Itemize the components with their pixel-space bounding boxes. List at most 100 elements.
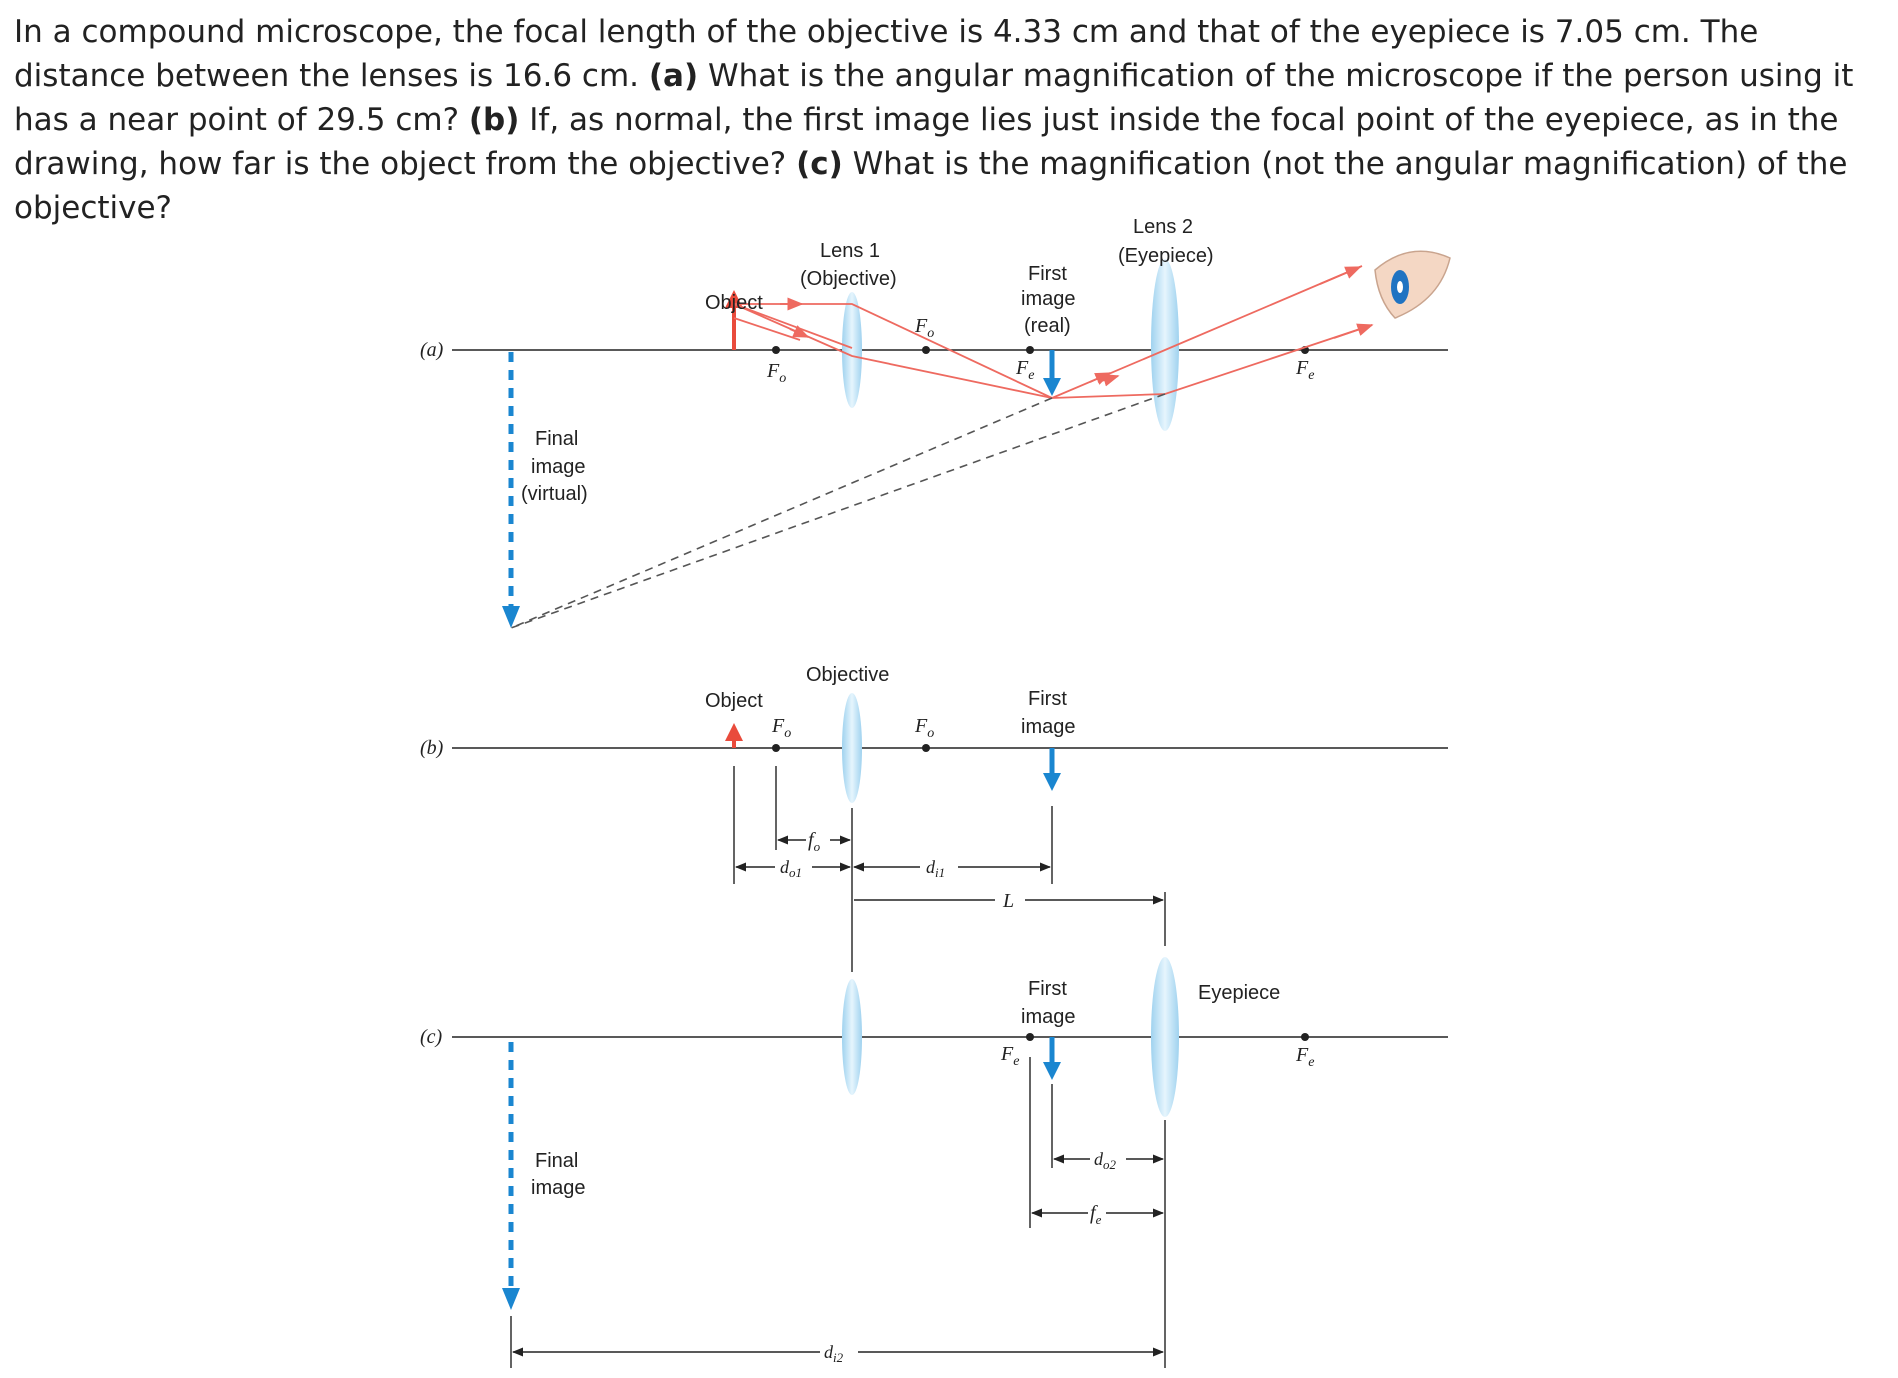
question-part-b: If, as normal, the first image lies just… bbox=[14, 102, 1839, 182]
panel-c-tag: (c) bbox=[420, 1026, 443, 1048]
lens1-label: Lens 1 bbox=[820, 240, 880, 262]
L-label: L bbox=[1002, 890, 1014, 912]
f-letter: f bbox=[808, 829, 816, 851]
d-subscript: o1 bbox=[789, 865, 802, 880]
panel-c: (c) First image Eyepiece Final image Fe … bbox=[420, 957, 1448, 1368]
d-i2-label: di2 bbox=[824, 1342, 844, 1365]
fo-label-left: Fo bbox=[771, 715, 791, 741]
first-image-label-3: (real) bbox=[1024, 315, 1071, 337]
fe-letter: F bbox=[1295, 357, 1309, 379]
ray-central bbox=[733, 303, 1053, 399]
panel-b-object-label: Object bbox=[705, 690, 763, 712]
lens1-sublabel: (Objective) bbox=[800, 268, 897, 290]
d-i1-label: di1 bbox=[926, 857, 945, 880]
objective-lens bbox=[842, 292, 862, 408]
objective-label: Objective bbox=[806, 664, 889, 686]
objective-focal-point-right bbox=[922, 744, 930, 752]
first-image-label-2: image bbox=[1021, 1006, 1075, 1028]
f-subscript: e bbox=[1096, 1212, 1102, 1227]
final-image-label-2: image bbox=[531, 456, 585, 478]
part-a-tag: (a) bbox=[648, 58, 699, 94]
panel-b-tag: (b) bbox=[420, 737, 444, 759]
ray-eyepiece-upper bbox=[1051, 265, 1363, 399]
fe-letter: F bbox=[1015, 357, 1029, 379]
fo-label-right: Fo bbox=[914, 715, 934, 741]
question-part-a: What is the angular magnification of the… bbox=[14, 58, 1854, 138]
d-letter: d bbox=[1094, 1149, 1104, 1169]
d-subscript: i2 bbox=[833, 1350, 844, 1365]
fe-label-left: Fe bbox=[1015, 357, 1034, 383]
first-image-label-1: First bbox=[1028, 978, 1067, 1000]
f-e-label: fe bbox=[1090, 1202, 1102, 1227]
fo-letter: F bbox=[914, 315, 928, 337]
eyepiece-focal-point-left bbox=[1026, 1033, 1034, 1041]
panel-a-object-label: Object bbox=[705, 292, 763, 314]
fo-subscript: o bbox=[779, 371, 786, 386]
fo-letter: F bbox=[771, 715, 785, 737]
first-image-label-2: image bbox=[1021, 716, 1075, 738]
ray-eyepiece-lower-arrow bbox=[1097, 373, 1120, 387]
eyepiece-focal-point-right bbox=[1301, 1033, 1309, 1041]
fo-subscript: o bbox=[927, 326, 934, 341]
f-letter: f bbox=[1090, 1202, 1098, 1224]
eyepiece-focal-point-left bbox=[1026, 346, 1034, 354]
final-image-label-2: image bbox=[531, 1177, 585, 1199]
d-letter: d bbox=[824, 1342, 834, 1362]
fo-label-right: Fo bbox=[914, 315, 934, 341]
fo-letter: F bbox=[766, 360, 780, 382]
d-letter: d bbox=[780, 857, 790, 877]
fo-letter: F bbox=[914, 715, 928, 737]
fo-label-left: Fo bbox=[766, 360, 786, 386]
objective-focal-point-left bbox=[772, 346, 780, 354]
lens2-label: Lens 2 bbox=[1133, 216, 1193, 238]
ray-central-arrow bbox=[789, 325, 810, 338]
first-image-label-2: image bbox=[1021, 288, 1075, 310]
first-image-arrow-head bbox=[1043, 1062, 1061, 1080]
fe-letter: F bbox=[1295, 1044, 1309, 1066]
d-letter: d bbox=[926, 857, 936, 877]
virtual-ray-lower bbox=[510, 393, 1166, 629]
objective-lens bbox=[842, 979, 862, 1095]
final-image-label-1: Final bbox=[535, 1150, 578, 1172]
final-image-arrow-head bbox=[502, 1288, 520, 1310]
virtual-ray-upper bbox=[510, 397, 1053, 629]
d-o1-label: do1 bbox=[780, 857, 802, 880]
ray-focal bbox=[733, 303, 853, 349]
first-image-label-1: First bbox=[1028, 688, 1067, 710]
d-o2-label: do2 bbox=[1094, 1149, 1117, 1172]
eye-icon bbox=[1374, 250, 1451, 319]
ray-lower bbox=[733, 317, 801, 341]
panel-a-tag: (a) bbox=[420, 339, 444, 361]
first-image-arrow-head bbox=[1043, 773, 1061, 791]
fe-letter: F bbox=[1000, 1043, 1014, 1065]
objective-focal-point-right bbox=[922, 346, 930, 354]
first-image-label-1: First bbox=[1028, 263, 1067, 285]
final-image-arrow-head bbox=[502, 606, 520, 628]
objective-focal-point-left bbox=[772, 744, 780, 752]
fe-subscript: e bbox=[1013, 1054, 1019, 1069]
lens2-sublabel: (Eyepiece) bbox=[1118, 245, 1214, 267]
fe-subscript: e bbox=[1028, 368, 1034, 383]
panel-a: (a) bbox=[420, 216, 1451, 629]
fe-label-right: Fe bbox=[1295, 1044, 1314, 1070]
ray-eyepiece-upper-tip bbox=[1319, 266, 1362, 285]
eyepiece-label: Eyepiece bbox=[1198, 982, 1280, 1004]
eyepiece-lens bbox=[1151, 259, 1179, 431]
f-subscript: o bbox=[814, 839, 821, 854]
part-c-tag: (c) bbox=[796, 146, 843, 182]
objective-lens bbox=[842, 693, 862, 803]
fe-subscript: e bbox=[1308, 368, 1314, 383]
question-sentence-1: In a compound microscope, the focal leng… bbox=[14, 14, 1759, 94]
fo-subscript: o bbox=[927, 726, 934, 741]
fe-label-left: Fe bbox=[1000, 1043, 1019, 1069]
ray-eyepiece-lower bbox=[1051, 324, 1373, 399]
question-text: In a compound microscope, the focal leng… bbox=[14, 10, 1874, 230]
final-image-label-3: (virtual) bbox=[521, 483, 588, 505]
fe-label-right: Fe bbox=[1295, 357, 1314, 383]
d-subscript: o2 bbox=[1103, 1157, 1117, 1172]
ray-eyepiece-lower-tip bbox=[1333, 323, 1374, 339]
fe-subscript: e bbox=[1308, 1055, 1314, 1070]
f-o-label: fo bbox=[808, 829, 821, 854]
d-subscript: i1 bbox=[935, 865, 945, 880]
